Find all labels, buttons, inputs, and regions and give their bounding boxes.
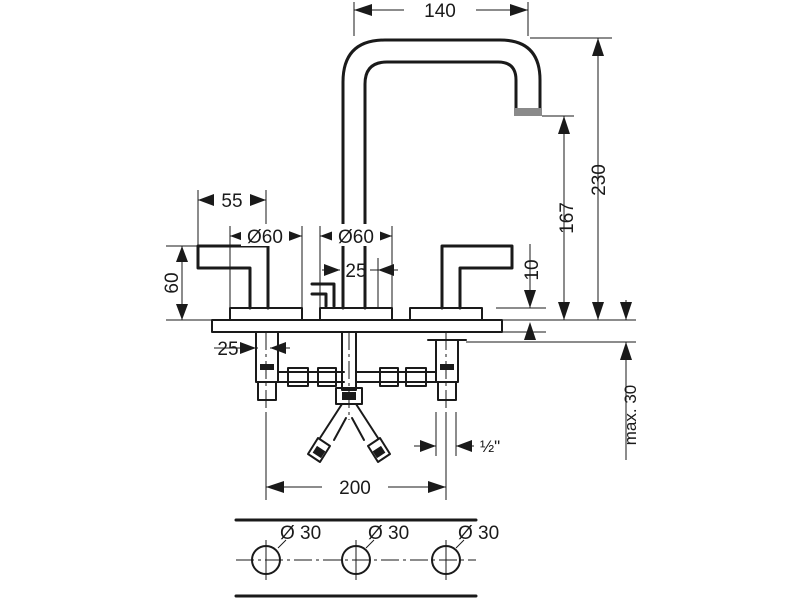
right-rosette — [409, 307, 483, 321]
lift-rod — [310, 282, 336, 308]
dim-handle-offset: 55 — [197, 190, 267, 246]
dim-handle-height: 60 — [162, 245, 212, 321]
dim-25-lift-label: 25 — [345, 261, 366, 282]
dim-deck-thickness: 10 — [496, 244, 546, 340]
left-handle — [196, 244, 270, 310]
center-lines — [265, 332, 447, 420]
center-rosette — [319, 307, 393, 321]
dim-max-deck: max. 30 — [466, 341, 640, 460]
left-rosette — [229, 307, 303, 321]
dim-connection: ½" — [414, 412, 500, 456]
dim-center-dia-label: Ø60 — [338, 227, 374, 248]
right-valve-body — [435, 339, 459, 383]
dim-167-label: 167 — [557, 202, 578, 234]
hole-center: Ø 30 — [341, 523, 409, 580]
dim-60-label: 60 — [162, 272, 183, 293]
dim-140-label: 140 — [424, 1, 456, 22]
hole-left: Ø 30 — [251, 523, 321, 580]
hole-right: Ø 30 — [431, 523, 499, 580]
right-handle — [440, 244, 514, 310]
hole-center-label: Ø 30 — [368, 523, 409, 544]
left-valve-body — [255, 331, 279, 383]
dim-center-spacing: 200 — [265, 412, 447, 500]
spout — [341, 38, 542, 310]
deck-plate — [211, 307, 503, 333]
dim-lift-rod: 25 — [322, 258, 398, 308]
dim-230-label: 230 — [589, 164, 610, 196]
dim-left-rosette: Ø60 — [229, 224, 303, 308]
hole-right-label: Ø 30 — [458, 523, 499, 544]
dim-left-dia-label: Ø60 — [247, 227, 283, 248]
dim-half-inch-label: ½" — [480, 437, 500, 456]
dim-spout-height: 167 — [542, 115, 578, 320]
dim-200-label: 200 — [339, 478, 371, 499]
dim-spout-reach: 140 — [353, 1, 529, 36]
dim-10-label: 10 — [522, 259, 543, 280]
dim-max30-label: max. 30 — [621, 385, 640, 445]
dim-25-valve-label: 25 — [217, 339, 238, 360]
under-deck-plumbing — [255, 331, 467, 463]
dim-valve-offset: 25 — [214, 339, 290, 360]
dim-55-label: 55 — [221, 191, 242, 212]
hole-left-label: Ø 30 — [280, 523, 321, 544]
aerator — [514, 108, 542, 116]
dim-center-rosette: Ø60 — [319, 224, 393, 308]
dim-total-height: 230 — [530, 37, 612, 320]
deck-cutout-plan: Ø 30 Ø 30 Ø 30 — [234, 518, 499, 598]
